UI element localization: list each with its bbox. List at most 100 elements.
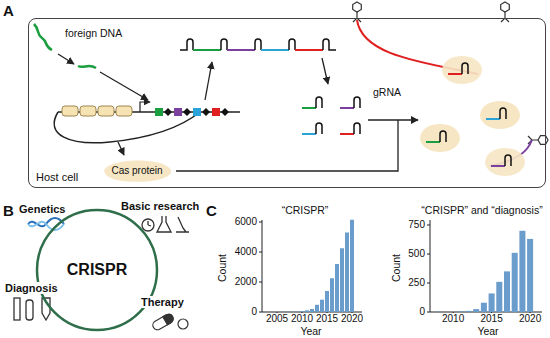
field-label: Diagnosis <box>4 282 59 295</box>
bar-series <box>519 231 525 312</box>
bar-series <box>305 310 309 312</box>
axis-tick: 2010 <box>290 313 314 325</box>
cas-complex <box>440 131 446 142</box>
application-circle: CRISPR <box>35 208 159 332</box>
pre-crrna <box>255 39 261 50</box>
axis-tick: 2020 <box>518 313 542 325</box>
host-genome <box>140 102 150 112</box>
pill-icon <box>151 313 175 332</box>
field-label: Genetics <box>18 203 66 216</box>
axis-tick: 500 <box>407 248 426 260</box>
host-genome <box>80 106 96 116</box>
host-genome <box>174 108 182 116</box>
foreign-dna <box>58 54 74 64</box>
bar-series <box>466 311 472 312</box>
panel-letter: B <box>2 202 15 219</box>
cas-complex <box>485 148 525 176</box>
chart-axis <box>427 225 430 312</box>
lab-icon <box>148 221 151 226</box>
axis-tick: 250 <box>407 277 426 289</box>
cas-complex <box>480 101 520 129</box>
bar-series <box>435 231 533 312</box>
pre-crrna <box>289 39 295 50</box>
bar-series <box>504 271 510 312</box>
pre-crrna <box>193 49 221 51</box>
foreign-dna <box>78 66 96 68</box>
bar-series <box>435 311 441 312</box>
host-genome <box>118 142 124 155</box>
bar-series <box>325 291 329 312</box>
bar-series <box>345 233 349 313</box>
field-label: Basic research <box>120 200 200 213</box>
diagnostic-icon <box>14 298 20 320</box>
host-genome <box>62 106 132 116</box>
node-label: CRISPR <box>67 261 127 279</box>
chart-axis <box>430 220 542 312</box>
panel-letter: A <box>2 2 15 19</box>
grna-set <box>316 123 322 134</box>
host-genome <box>98 106 114 116</box>
pre-crrna <box>180 39 336 84</box>
phage-icon <box>353 2 362 12</box>
host-genome <box>164 108 172 116</box>
pill-icon <box>151 313 175 332</box>
host-genome <box>205 62 212 100</box>
axis-tick: 2010 <box>441 313 465 325</box>
cas-complex <box>426 63 511 166</box>
cas-complex <box>486 118 500 120</box>
lab-icon <box>157 216 171 232</box>
bar-series <box>310 309 314 312</box>
pill-icon <box>178 319 188 329</box>
axis-tick: 2020 <box>340 313 364 325</box>
bar-series <box>300 311 304 313</box>
diagnostic-icon <box>26 300 33 320</box>
pill-icon <box>163 313 175 325</box>
phage-icon <box>501 2 510 12</box>
axis-tick: 750 <box>407 219 426 231</box>
node-label: Cas protein <box>111 165 162 177</box>
bar-series <box>527 239 533 312</box>
grna-set <box>316 97 322 108</box>
grna-set <box>340 133 354 135</box>
axis-title: Year <box>299 325 322 337</box>
cas-complex <box>500 108 506 119</box>
lab-icon <box>176 217 189 232</box>
cas-complex <box>505 155 511 166</box>
protein-blob <box>104 160 171 181</box>
cas-complex <box>426 141 440 143</box>
phage-icon <box>353 2 548 144</box>
cas-complex <box>442 56 482 84</box>
host-genome <box>62 106 78 116</box>
chart-axis <box>259 220 542 315</box>
bar-series <box>315 305 319 312</box>
host-genome <box>155 108 163 116</box>
bar-series <box>335 264 339 312</box>
pre-crrna <box>322 58 328 84</box>
bar-series <box>320 300 324 312</box>
grna-set <box>302 97 360 134</box>
grna-set <box>340 107 354 109</box>
host-genome <box>116 106 132 116</box>
axis-tick: 2000 <box>234 276 258 288</box>
bar-series <box>512 253 518 312</box>
cas-complex <box>491 165 505 167</box>
foreign-dna <box>34 24 148 100</box>
part-label: foreign DNA <box>64 27 123 39</box>
assembly-arrow <box>368 119 418 120</box>
axis-tick: 2005 <box>265 313 289 325</box>
axis-tick: 4000 <box>234 246 258 258</box>
host-cell: Host cellCas protein <box>28 18 546 188</box>
pre-crrna <box>261 49 289 51</box>
phage-dna <box>357 20 532 166</box>
lab-icon <box>142 219 154 231</box>
cas-complex <box>420 56 525 176</box>
host-genome <box>183 108 191 116</box>
chart-axis <box>259 222 262 312</box>
pre-crrna <box>221 39 227 50</box>
pre-crrna <box>295 49 323 51</box>
cycle-ring <box>37 210 157 330</box>
axis-title: Count <box>216 253 228 283</box>
bar-series <box>473 309 479 312</box>
grna-set <box>302 133 316 135</box>
